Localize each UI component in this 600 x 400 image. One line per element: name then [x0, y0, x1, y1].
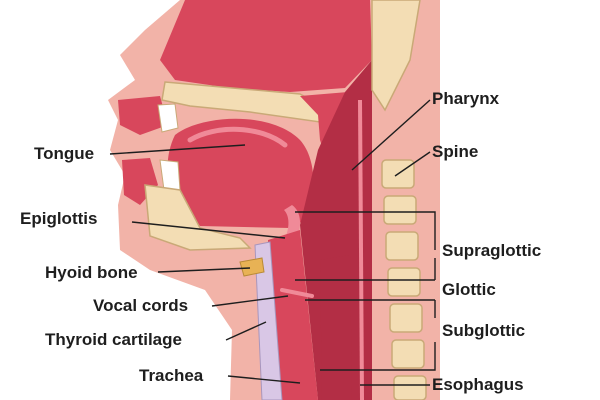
larynx	[268, 230, 318, 400]
leader-epiglottis	[131, 221, 286, 239]
nasal-cavity	[160, 0, 372, 92]
leader-tongue	[109, 144, 246, 155]
bracket-subglottic-bottom	[320, 342, 436, 371]
label-pharynx: Pharynx	[432, 89, 500, 108]
leader-thyroid	[225, 321, 267, 341]
label-epiglottis: Epiglottis	[20, 209, 98, 228]
label-vocal-cords: Vocal cords	[93, 296, 189, 315]
leader-hyoid	[157, 267, 251, 273]
leader-vocal-cords	[211, 295, 289, 307]
bracket-supraglottic-top	[295, 211, 436, 250]
hyoid-bone	[239, 257, 265, 277]
label-supraglottic: Supraglottic	[442, 241, 542, 260]
pharynx-tube	[300, 60, 372, 400]
label-thyroid-cartilage: Thyroid cartilage	[45, 330, 182, 349]
tongue-highlight	[187, 126, 288, 148]
label-hyoid-bone: Hyoid bone	[45, 263, 138, 282]
thyroid-cartilage	[254, 241, 283, 400]
label-trachea: Trachea	[139, 366, 204, 385]
leader-pharynx	[351, 99, 431, 171]
leader-trachea	[227, 375, 301, 384]
tongue	[167, 118, 314, 228]
mandible	[144, 184, 252, 251]
lower-teeth	[159, 159, 181, 191]
label-spine: Spine	[432, 142, 479, 161]
pharynx-lining	[358, 99, 364, 400]
leader-lines	[109, 99, 436, 386]
upper-lip	[118, 96, 168, 135]
skull-base	[371, 0, 421, 112]
upper-teeth	[157, 103, 179, 133]
label-subglottic: Subglottic	[442, 321, 526, 340]
label-glottic: Glottic	[442, 280, 496, 299]
label-esophagus: Esophagus	[432, 375, 524, 394]
leader-spine	[394, 151, 431, 177]
vocal-fold	[280, 288, 314, 298]
label-tongue: Tongue	[34, 144, 95, 163]
esophagus	[320, 255, 352, 400]
